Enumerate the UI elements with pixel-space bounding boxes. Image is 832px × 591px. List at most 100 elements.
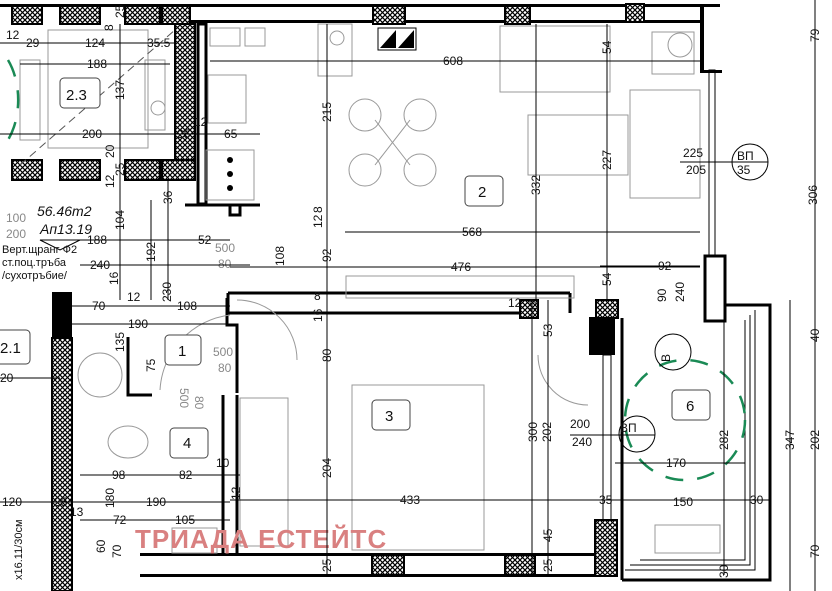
dimension: 70 [92, 299, 106, 313]
dimension: 608 [443, 54, 463, 68]
dimension: 306 [806, 185, 820, 205]
dimension: 75 [144, 358, 158, 372]
room-3: 3 [385, 408, 393, 425]
window-height: 240 [572, 435, 592, 449]
dimension: 25 [320, 558, 334, 572]
stair-note: x16.11/30см [13, 519, 25, 580]
dimension: 150 [673, 495, 693, 509]
dimension: 282 [717, 430, 731, 450]
dimension: 35 [599, 493, 613, 507]
door-tag: 100 [6, 211, 26, 225]
dimension: 90 [655, 288, 669, 302]
dimension: 12 [311, 214, 325, 228]
dimension: 92 [658, 259, 672, 273]
dimension: 12 [508, 296, 522, 310]
room-1: 1 [178, 343, 186, 360]
window-height: 205 [686, 163, 706, 177]
dimension: 25 [113, 162, 127, 176]
dimension: 30 [750, 493, 764, 507]
dimension: 60 [94, 539, 108, 553]
note-line-3: /сухотръбие/ [2, 270, 68, 282]
door-tag: 80 [192, 396, 206, 410]
dimension: 54 [600, 272, 614, 286]
door-tag: 200 [6, 227, 26, 241]
dimension: 200 [82, 127, 102, 141]
dimension: 12 [6, 28, 20, 42]
dimension: 10 [216, 456, 230, 470]
door-tags: 500 80 500 80 500 80 100 200 [6, 211, 235, 410]
dimension: 25 [177, 127, 191, 141]
dimension: 16 [311, 308, 325, 322]
window-tags: ВП 35 225 205 ВП 200 240 В x16.11/30см [13, 143, 769, 580]
dimension: 8 [314, 289, 321, 303]
dimension: 80 [320, 348, 334, 362]
dimension: 98 [112, 468, 126, 482]
dimension: 12 [127, 290, 141, 304]
dimension: 54 [600, 40, 614, 54]
dimension: 347 [783, 430, 797, 450]
dimension: 215 [320, 102, 334, 122]
note-line-1: Верт.щранг Ф2 [2, 244, 77, 256]
dimension: 13 [70, 505, 84, 519]
dimension: 137 [113, 80, 127, 100]
window-height: 200 [570, 417, 590, 431]
dimension: 568 [462, 225, 482, 239]
door-tag: 500 [215, 241, 235, 255]
dimension: 92 [320, 248, 334, 262]
dimension: 20 [0, 371, 14, 385]
dimension: 20 [103, 144, 117, 158]
window-tag: ВП [620, 421, 637, 435]
dimension: 35.5 [147, 36, 171, 50]
dimension: 108 [177, 299, 197, 313]
dimension: 36 [161, 190, 175, 204]
dimension: 45 [541, 528, 555, 542]
dimension: 25 [541, 558, 555, 572]
dimension: 53 [541, 323, 555, 337]
room-2-1: 2.1 [0, 340, 21, 357]
window-tag: ВП [737, 149, 754, 163]
apartment-number: Ап13.19 [39, 221, 92, 237]
dimension: 180 [103, 488, 117, 508]
door-tag: 80 [218, 257, 232, 271]
walls [0, 3, 772, 591]
dimension: 25 [54, 495, 68, 509]
room-2: 2 [478, 184, 486, 201]
dimension: 476 [451, 260, 471, 274]
dimension: 52 [198, 233, 212, 247]
dimension: 202 [540, 422, 554, 442]
dimension: 30 [717, 564, 731, 578]
note-line-2: ст.поц.тръба [2, 257, 67, 269]
door-tag: 500 [213, 345, 233, 359]
dimension: 16 [107, 271, 121, 285]
watermark: ТРИАДА ЕСТЕЙТС [135, 524, 387, 554]
dimension: 188 [87, 57, 107, 71]
dimension: 190 [128, 317, 148, 331]
dimension: 170 [666, 456, 686, 470]
dimension: 433 [400, 493, 420, 507]
dimension: 8 [311, 206, 325, 213]
dimension: 105 [175, 513, 195, 527]
room-2-3: 2.3 [66, 87, 87, 104]
dimension: 12 [194, 115, 208, 129]
dimension: 300 [526, 422, 540, 442]
dimension: 70 [808, 544, 822, 558]
dimension: 124 [85, 36, 105, 50]
dimension: 204 [320, 458, 334, 478]
room-4: 4 [183, 435, 191, 452]
dimension: 202 [808, 430, 822, 450]
dimension: 240 [90, 258, 110, 272]
dimension: 12 [103, 174, 117, 188]
dimension: 79 [808, 28, 822, 42]
window-height: 225 [683, 146, 703, 160]
dimension: 135 [113, 332, 127, 352]
dimension: 120 [2, 495, 22, 509]
dimensions: 12 29 124 35.5 188 137 200 25 12 65 8 25… [0, 4, 822, 578]
dimension: 188 [87, 233, 107, 247]
window-tag: 35 [737, 163, 751, 177]
dimension: 70 [110, 544, 124, 558]
dimension: 230 [160, 282, 174, 302]
dimension: 108 [273, 246, 287, 266]
room-6: 6 [686, 398, 694, 415]
dimension: 29 [26, 36, 40, 50]
